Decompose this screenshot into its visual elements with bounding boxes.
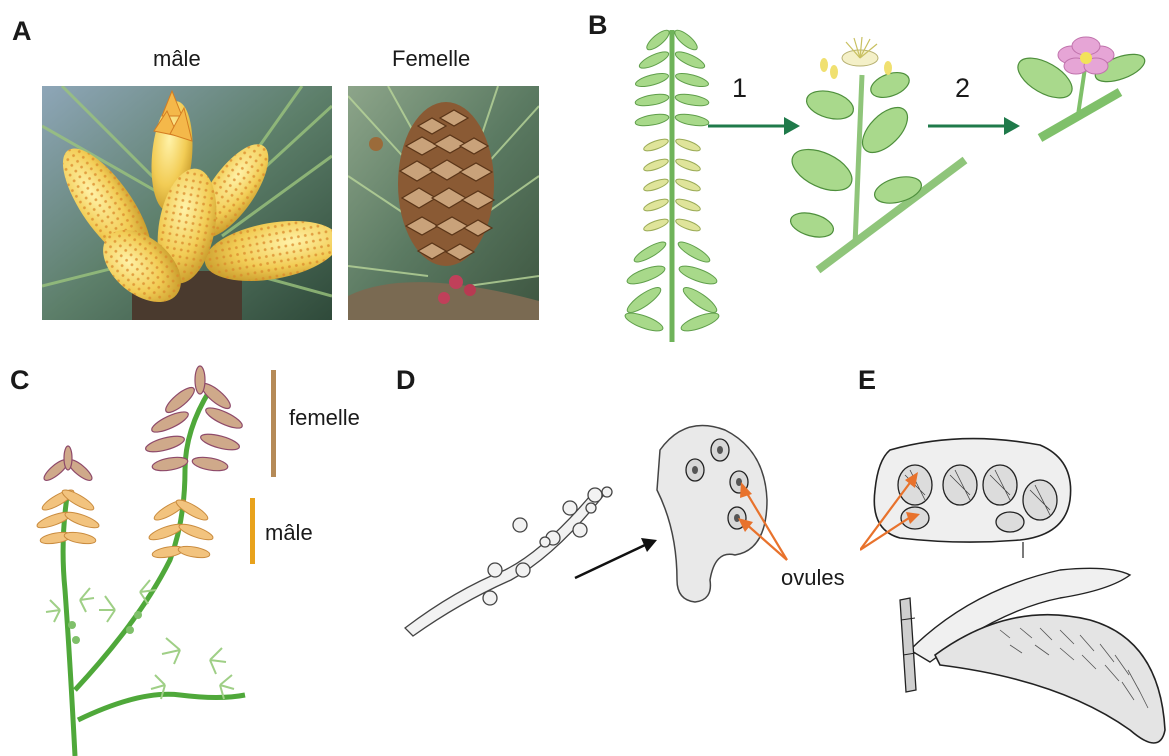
leaf-to-flower-diagram: [600, 20, 1165, 350]
panel-a-letter: A: [12, 16, 32, 47]
male-size-bar: [250, 498, 255, 564]
ovule-sketch-e: [860, 430, 1169, 756]
male-cones-photo: [42, 86, 332, 320]
panel-e-letter: E: [858, 365, 876, 396]
step-2-label: 2: [955, 73, 970, 104]
compound-leaf: [623, 27, 721, 342]
panel-d-letter: D: [396, 365, 416, 396]
step-1-label: 1: [732, 73, 747, 104]
ovules-label: ovules: [781, 565, 845, 591]
female-caption: Femelle: [392, 46, 470, 72]
male-label: mâle: [265, 520, 313, 546]
female-cone-photo: [348, 86, 539, 320]
ovule-sketch-d: [395, 410, 875, 650]
branch-with-flower: [786, 37, 965, 270]
male-caption: mâle: [153, 46, 201, 72]
plant-with-cones-illustration: [20, 360, 270, 756]
female-size-bar: [271, 370, 276, 477]
female-label: femelle: [289, 405, 360, 431]
flower-on-branch: [1012, 37, 1149, 138]
